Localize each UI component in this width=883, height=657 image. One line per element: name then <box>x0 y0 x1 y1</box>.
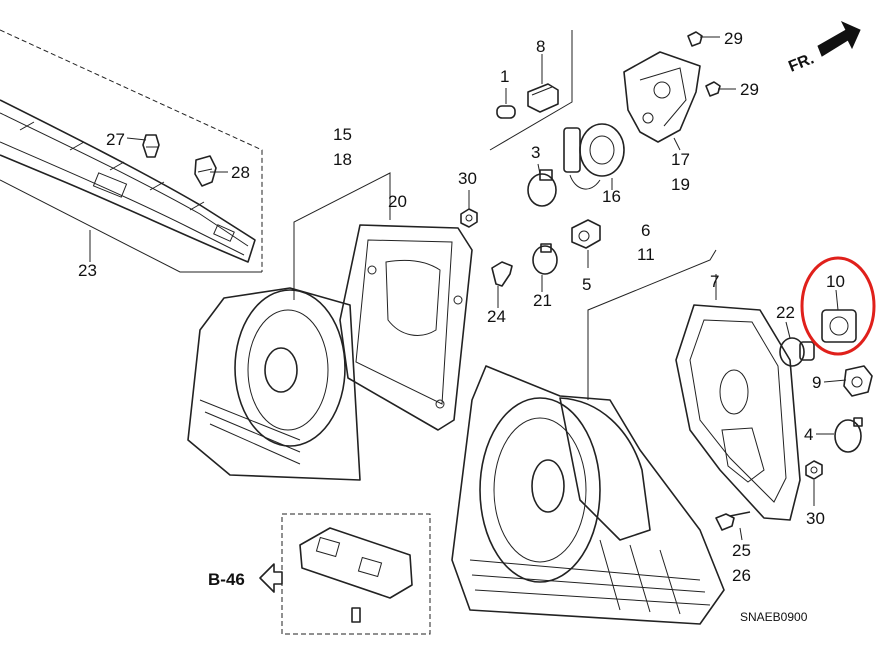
callout-10: 10 <box>826 272 845 291</box>
callout-20: 20 <box>388 192 407 211</box>
clip-icon <box>142 134 217 187</box>
callout-16: 16 <box>602 187 621 206</box>
socket-icon <box>843 365 873 397</box>
gasket-icon <box>339 224 473 431</box>
diagram-code: SNAEB0900 <box>740 610 808 624</box>
arrow-left-icon <box>259 563 283 593</box>
lens-icon <box>451 365 725 625</box>
callout-6: 6 <box>641 221 650 240</box>
bracket-icon <box>623 51 701 143</box>
callout-28: 28 <box>231 163 250 182</box>
callout-30: 30 <box>806 509 825 528</box>
callout-8: 8 <box>536 37 545 56</box>
bulb-icon <box>779 337 815 367</box>
callout-17: 17 <box>671 150 690 169</box>
socket-icon <box>563 123 625 190</box>
callout-25: 25 <box>732 541 751 560</box>
socket-icon <box>821 309 857 343</box>
callout-11: 11 <box>637 245 655 264</box>
reference-label: B-46 <box>208 570 245 589</box>
front-arrow-icon <box>817 20 861 57</box>
socket-icon <box>571 219 601 249</box>
callout-15: 15 <box>333 125 352 144</box>
callout-3: 3 <box>531 143 540 162</box>
highlight-circle <box>800 256 876 356</box>
bulb-icon <box>532 243 558 275</box>
callout-numbers: 1 8 29 29 27 28 15 18 3 16 17 19 30 20 2… <box>78 29 845 585</box>
clip-icon <box>491 261 513 287</box>
gasket-icon <box>675 304 801 521</box>
callout-19: 19 <box>671 175 690 194</box>
leader-lines <box>89 36 847 541</box>
callout-23: 23 <box>78 261 97 280</box>
bulb-icon <box>496 83 559 119</box>
nut-icon <box>460 208 478 228</box>
bulb-icon <box>527 169 557 207</box>
callout-26: 26 <box>732 566 751 585</box>
callout-18: 18 <box>333 150 352 169</box>
callout-30: 30 <box>458 169 477 188</box>
callout-24: 24 <box>487 307 506 326</box>
callout-27: 27 <box>106 130 125 149</box>
callout-29: 29 <box>740 80 759 99</box>
callout-29: 29 <box>724 29 743 48</box>
lens-icon <box>187 287 361 481</box>
callout-22: 22 <box>776 303 795 322</box>
callout-1: 1 <box>500 67 509 86</box>
garnish-strip <box>0 29 263 273</box>
callout-9: 9 <box>812 373 821 392</box>
bracket-icon <box>299 527 413 623</box>
screw-icon <box>715 511 751 531</box>
callout-21: 21 <box>533 291 552 310</box>
bulb-icon <box>834 417 863 453</box>
nut-icon <box>805 460 823 480</box>
callout-4: 4 <box>804 425 813 444</box>
callout-7: 7 <box>710 272 719 291</box>
front-direction-label: FR. <box>786 50 816 75</box>
callout-5: 5 <box>582 275 591 294</box>
